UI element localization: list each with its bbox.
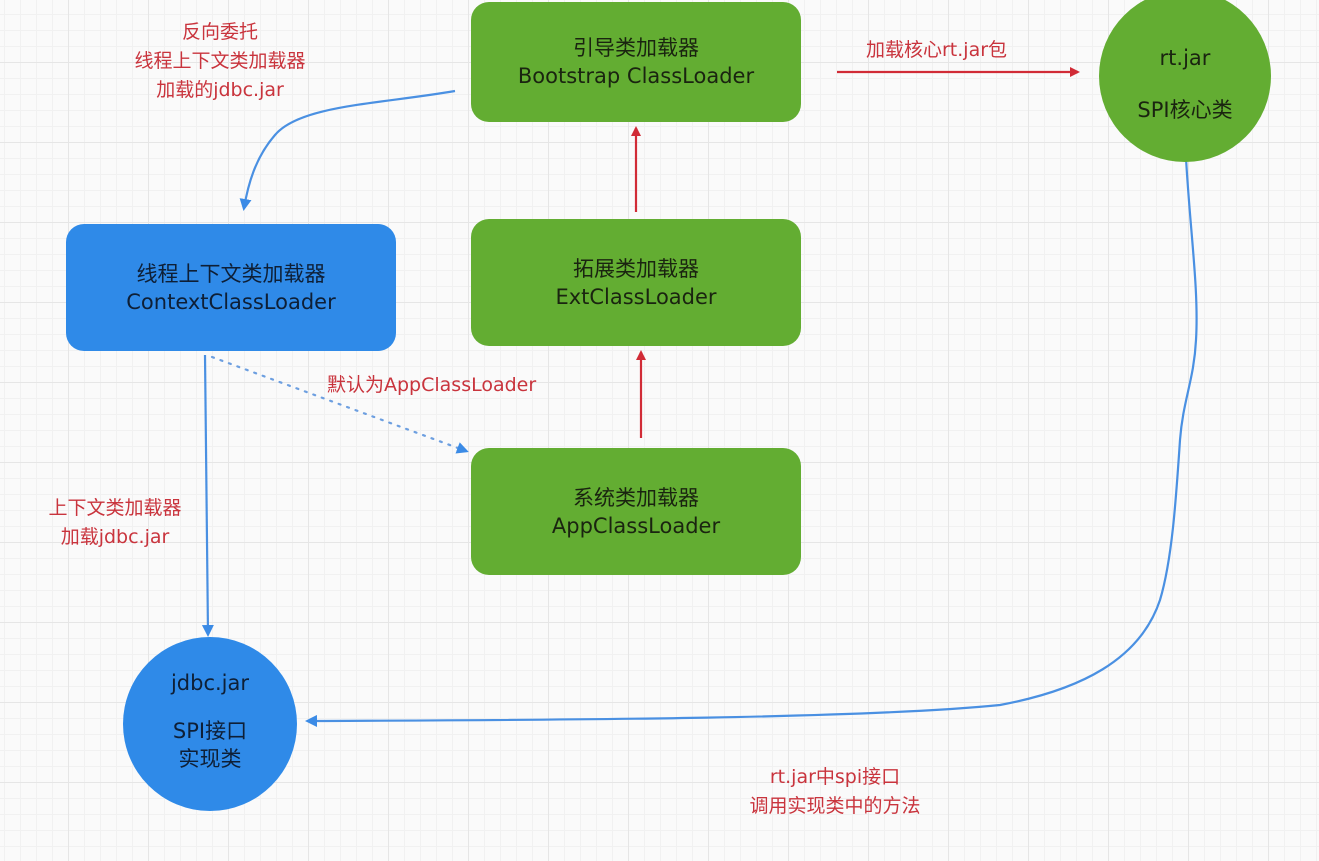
bootstrap-en-label: Bootstrap ClassLoader — [517, 64, 755, 88]
reverse-delegation-line-2: 线程上下文类加载器 — [134, 50, 306, 72]
context-cn-label: 线程上下文类加载器 — [136, 261, 326, 286]
jdbcjar-desc-label-1: SPI接口 — [172, 719, 248, 743]
ext-classloader-node: 拓展类加载器 ExtClassLoader — [471, 219, 801, 346]
edge-rtjar-to-jdbcjar — [305, 157, 1198, 727]
app-cn-label: 系统类加载器 — [573, 485, 699, 510]
edge-reverse-delegation — [239, 89, 456, 211]
context-classloader-node: 线程上下文类加载器 ContextClassLoader — [66, 224, 396, 351]
default-app-label: 默认为AppClassLoader — [327, 374, 537, 396]
context-loads-line-2: 加载jdbc.jar — [60, 526, 170, 548]
context-loads-label: 上下文类加载器 加载jdbc.jar — [20, 494, 210, 552]
jdbcjar-desc-label-2: 实现类 — [178, 747, 242, 771]
spi-call-line-1: rt.jar中spi接口 — [769, 766, 901, 788]
edge-context-to-app — [210, 355, 469, 454]
bootstrap-classloader-node: 引导类加载器 Bootstrap ClassLoader — [471, 2, 801, 122]
load-core-label: 加载核心rt.jar包 — [866, 39, 1008, 61]
context-en-label: ContextClassLoader — [126, 289, 336, 314]
app-en-label: AppClassLoader — [551, 513, 721, 538]
ext-en-label: ExtClassLoader — [555, 284, 717, 309]
bootstrap-cn-label: 引导类加载器 — [573, 36, 699, 60]
spi-call-line-2: 调用实现类中的方法 — [749, 795, 921, 817]
jdbcjar-node: jdbc.jar SPI接口 实现类 — [123, 637, 297, 811]
context-loads-line-1: 上下文类加载器 — [48, 497, 182, 519]
app-classloader-node: 系统类加载器 AppClassLoader — [471, 448, 801, 575]
rtjar-desc-label: SPI核心类 — [1137, 98, 1233, 122]
jdbcjar-name-label: jdbc.jar — [170, 671, 250, 695]
reverse-delegation-line-3: 加载的jdbc.jar — [156, 79, 284, 101]
rtjar-node: rt.jar SPI核心类 — [1099, 0, 1271, 162]
reverse-delegation-label: 反向委托 线程上下文类加载器 加载的jdbc.jar — [100, 18, 340, 105]
reverse-delegation-line-1: 反向委托 — [181, 21, 258, 43]
ext-cn-label: 拓展类加载器 — [573, 256, 699, 281]
edge-context-to-jdbcjar — [201, 354, 214, 637]
spi-call-label: rt.jar中spi接口 调用实现类中的方法 — [700, 763, 970, 821]
rtjar-name-label: rt.jar — [1159, 46, 1211, 70]
